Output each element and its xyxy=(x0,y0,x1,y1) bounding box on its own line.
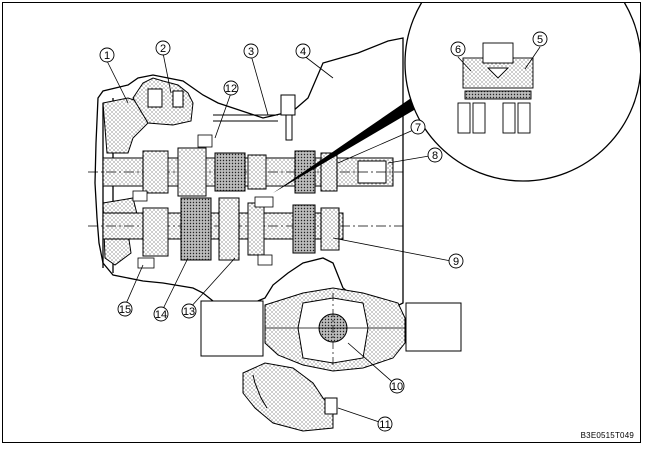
left-cover xyxy=(102,97,149,154)
callout-label: 3 xyxy=(248,46,254,58)
callout-label: 11 xyxy=(379,419,390,431)
callout-12: 12 xyxy=(223,80,239,96)
callout-label: 13 xyxy=(183,306,195,318)
callout-label: 10 xyxy=(391,381,403,393)
callout-label: 1 xyxy=(104,50,110,62)
top-rod xyxy=(213,94,296,141)
callout-label: 4 xyxy=(300,46,306,58)
callout-4: 4 xyxy=(295,43,311,59)
callout-label: 12 xyxy=(225,83,237,95)
callout-2: 2 xyxy=(155,40,171,56)
differential xyxy=(200,287,462,372)
figure-code: B3E0515T049 xyxy=(580,431,634,440)
output-shaft xyxy=(88,197,403,261)
callout-11: 11 xyxy=(377,416,393,432)
callout-5: 5 xyxy=(532,31,548,47)
callout-label: 2 xyxy=(160,43,166,55)
callout-13: 13 xyxy=(181,303,197,319)
callout-6: 6 xyxy=(450,41,466,57)
leader-lines xyxy=(106,52,452,425)
shift-housing xyxy=(132,77,194,126)
callout-15: 15 xyxy=(117,301,133,317)
final-gear-case xyxy=(242,362,338,432)
callout-label: 8 xyxy=(432,150,438,162)
callout-label: 5 xyxy=(537,34,543,46)
callout-1: 1 xyxy=(99,47,115,63)
callout-label: 15 xyxy=(119,304,131,316)
callout-label: 14 xyxy=(155,309,167,321)
input-shaft xyxy=(88,147,403,197)
callout-8: 8 xyxy=(427,147,443,163)
callout-label: 6 xyxy=(455,44,461,56)
callout-label: 7 xyxy=(415,122,421,134)
callout-label: 9 xyxy=(453,256,459,268)
callout-3: 3 xyxy=(243,43,259,59)
callout-9: 9 xyxy=(448,253,464,269)
callout-10: 10 xyxy=(389,378,405,394)
callout-7: 7 xyxy=(410,119,426,135)
synchronizers xyxy=(132,134,274,269)
callout-14: 14 xyxy=(153,306,169,322)
